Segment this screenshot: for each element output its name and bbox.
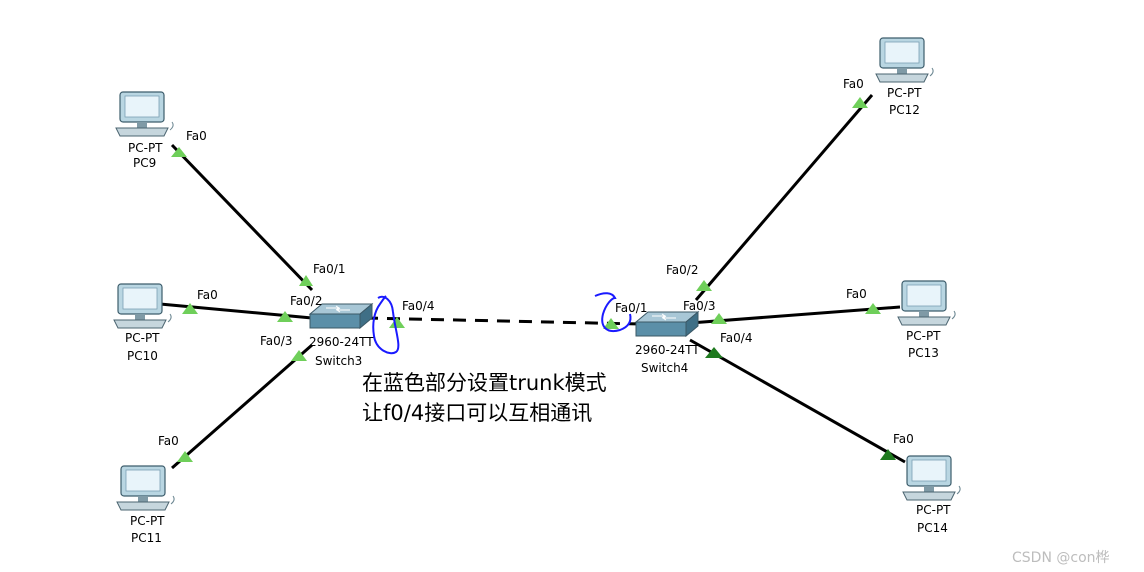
watermark: CSDN @con桦: [1012, 550, 1110, 566]
annotation-text: 在蓝色部分设置trunk模式 让f0/4接口可以互相通讯: [362, 371, 607, 425]
switch-name-label: Switch4: [641, 361, 688, 375]
port-indicator: [852, 97, 868, 108]
switch-name-label: Switch3: [315, 354, 362, 368]
link-pc9-switch3: [170, 143, 314, 292]
pc-icon: [897, 280, 956, 326]
device-name-label: PC11: [131, 531, 162, 545]
port-indicator: [171, 147, 187, 157]
port-labels: Fa0 Fa0 Fa0 Fa0 Fa0 Fa0 Fa0/1 Fa0/2 Fa0/…: [158, 77, 914, 448]
device-type-label: PC-PT: [130, 514, 165, 528]
port-label: Fa0/3: [260, 334, 292, 348]
port-indicator: [705, 347, 723, 358]
pc13[interactable]: PC-PT PC13: [897, 280, 956, 360]
port-indicators: [171, 97, 896, 462]
pen-mark-switch4-fa01: [594, 292, 632, 332]
port-label: Fa0: [843, 77, 864, 91]
port-indicator: [177, 451, 193, 462]
pc10[interactable]: PC-PT PC10: [113, 283, 172, 363]
pen-mark-switch3-fa04: [372, 295, 400, 355]
port-indicator: [880, 449, 896, 460]
device-name-label: PC10: [127, 349, 158, 363]
device-name-label: PC13: [908, 346, 939, 360]
port-label: Fa0/2: [290, 294, 322, 308]
pc11[interactable]: PC-PT PC11: [116, 465, 175, 545]
device-name-label: PC9: [133, 156, 156, 170]
pc-icon: [115, 91, 174, 137]
link-pc12-switch4: [694, 94, 874, 301]
port-label: Fa0: [893, 432, 914, 446]
device-name-label: PC12: [889, 103, 920, 117]
device-name-label: PC14: [917, 521, 948, 535]
device-type-label: PC-PT: [916, 503, 951, 517]
link-pc14-switch4: [689, 338, 906, 464]
port-indicator: [711, 313, 727, 324]
switch-icon: [635, 311, 699, 337]
port-label: Fa0/1: [615, 301, 647, 315]
port-indicator: [865, 303, 881, 314]
blue-pen-marks: [372, 292, 632, 355]
port-label: Fa0/1: [313, 262, 345, 276]
pc-icon: [902, 455, 961, 501]
switch4[interactable]: 2960-24TT Switch4: [635, 311, 700, 375]
pc-icon: [116, 465, 175, 511]
port-label: Fa0/3: [683, 299, 715, 313]
link-pc11-switch3: [171, 343, 313, 470]
pc-icon: [875, 37, 934, 83]
port-label: Fa0/4: [402, 299, 434, 313]
port-label: Fa0/2: [666, 263, 698, 277]
switch-model-label: 2960-24TT: [635, 343, 700, 357]
port-label: Fa0/4: [720, 331, 752, 345]
port-indicator: [182, 303, 198, 314]
port-indicator: [389, 317, 405, 328]
port-indicator: [696, 280, 712, 291]
links: [159, 94, 906, 470]
port-indicator: [291, 350, 307, 361]
switch-model-label: 2960-24TT: [309, 335, 374, 349]
device-type-label: PC-PT: [125, 331, 160, 345]
port-label: Fa0: [846, 287, 867, 301]
link-switch3-switch4: [364, 316, 641, 326]
port-label: Fa0: [158, 434, 179, 448]
port-label: Fa0: [197, 288, 218, 302]
pc9[interactable]: PC-PT PC9: [115, 91, 174, 170]
link-pc13-switch4: [689, 305, 901, 325]
pc14[interactable]: PC-PT PC14: [902, 455, 961, 535]
device-type-label: PC-PT: [887, 86, 922, 100]
device-type-label: PC-PT: [906, 329, 941, 343]
pc-icon: [113, 283, 172, 329]
port-label: Fa0: [186, 129, 207, 143]
port-indicator: [299, 275, 313, 286]
annotation-line-1: 在蓝色部分设置trunk模式: [362, 371, 607, 395]
pc12[interactable]: PC-PT PC12: [875, 37, 934, 117]
port-indicator: [277, 311, 293, 322]
annotation-line-2: 让f0/4接口可以互相通讯: [362, 401, 592, 425]
device-type-label: PC-PT: [128, 141, 163, 155]
port-indicator: [603, 318, 619, 329]
switch3[interactable]: 2960-24TT Switch3: [309, 303, 374, 368]
